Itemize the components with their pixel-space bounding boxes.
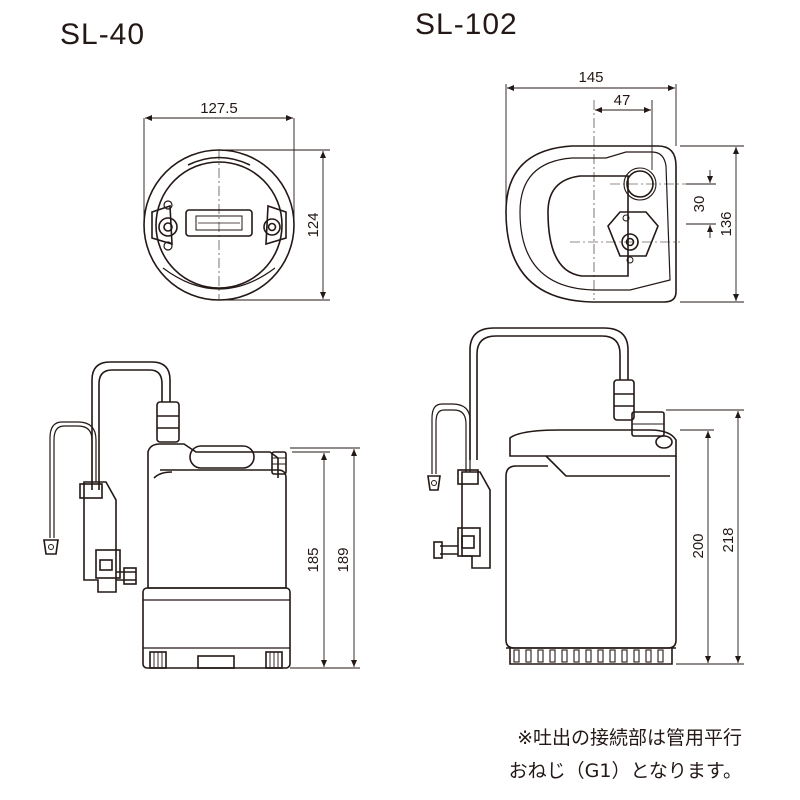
dim-sl102-offset: 47 xyxy=(614,92,631,109)
sl102-side-view xyxy=(427,327,677,665)
dim-sl102-outlet: 30 xyxy=(691,196,708,213)
sl40-top-view xyxy=(143,149,295,301)
dim-sl102-width: 145 xyxy=(578,69,603,86)
dim-sl40-width: 127.5 xyxy=(200,100,238,117)
sl102-side-dimensions xyxy=(666,409,744,665)
sl102-top-dimensions xyxy=(505,84,744,303)
dim-sl40-height-189: 189 xyxy=(335,547,352,572)
note-line-2: おねじ（G1）となります。 xyxy=(508,760,742,782)
dim-sl40-depth: 124 xyxy=(305,212,322,237)
sl40-side-view xyxy=(43,361,291,669)
dim-sl40-height-185: 185 xyxy=(305,547,322,572)
sl40-top-dimensions xyxy=(143,115,330,301)
dim-sl102-depth: 136 xyxy=(718,211,735,236)
model-title-sl40: SL-40 xyxy=(60,18,146,51)
sl102-top-view xyxy=(505,100,700,303)
dim-sl102-height-200: 200 xyxy=(690,533,707,558)
model-title-sl102: SL-102 xyxy=(415,8,518,41)
sl40-side-dimensions xyxy=(290,447,360,669)
note-line-1: ※吐出の接続部は管用平行 xyxy=(517,727,742,749)
dim-sl102-height-218: 218 xyxy=(720,527,737,552)
